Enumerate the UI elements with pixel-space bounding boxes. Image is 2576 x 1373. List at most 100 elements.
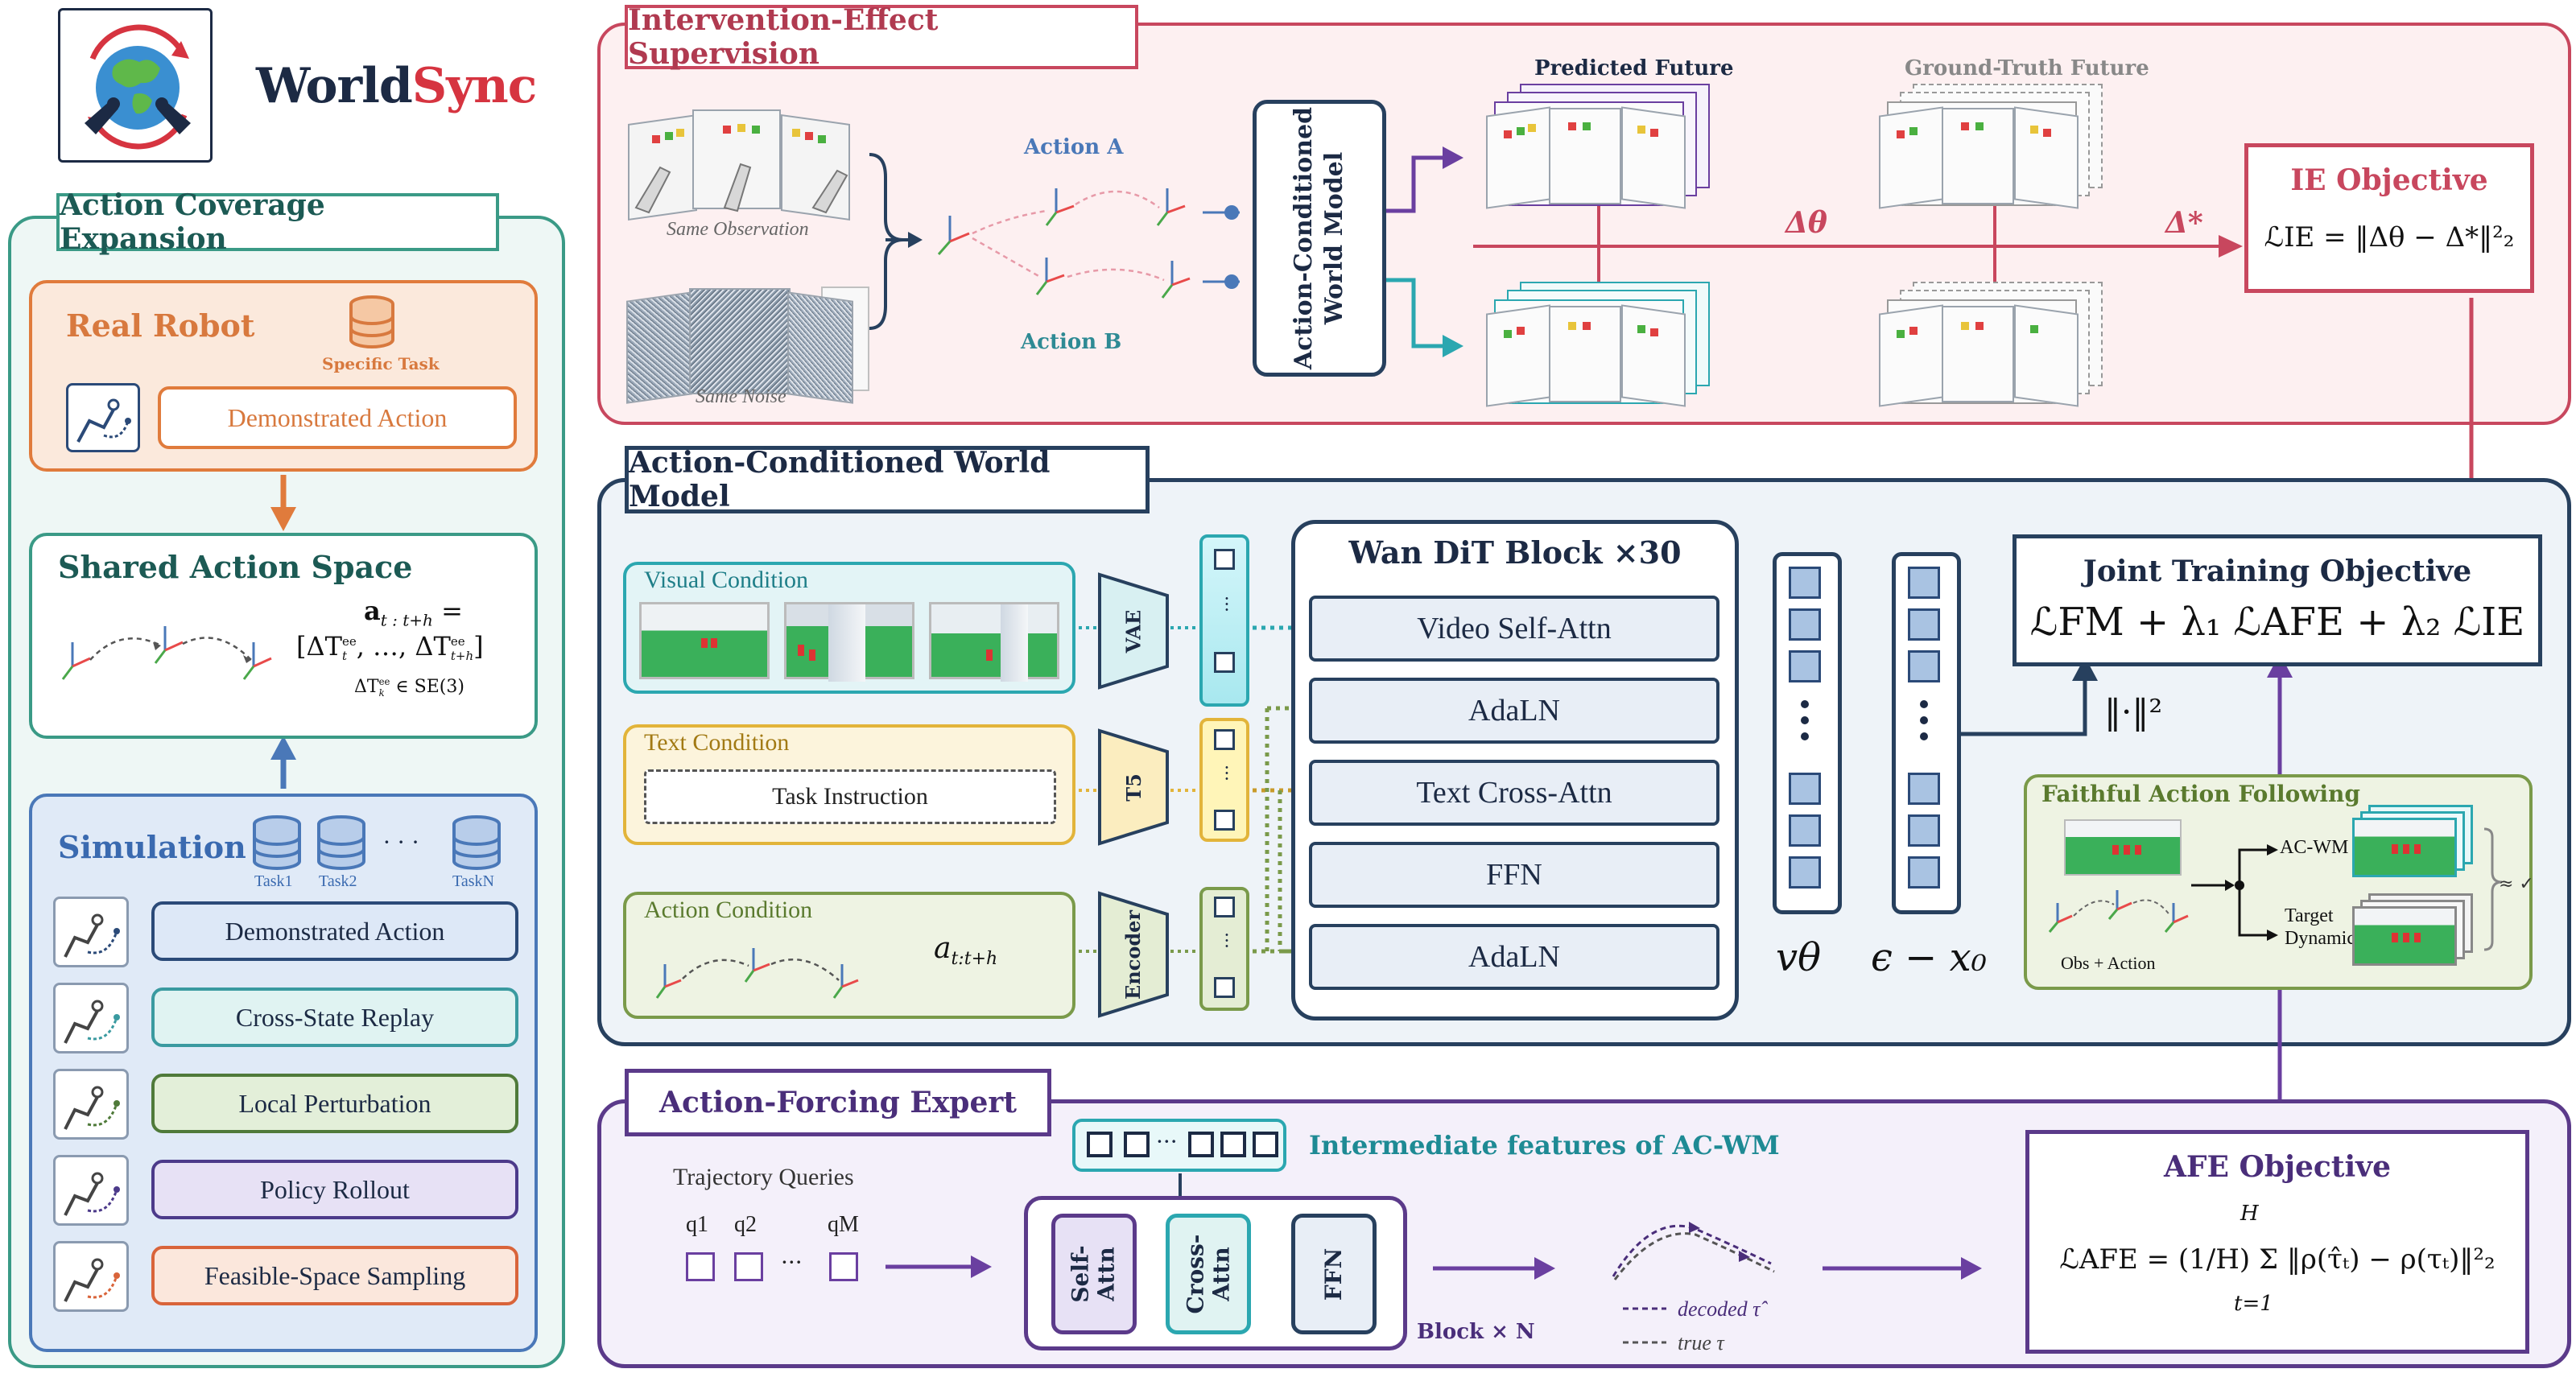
visual-condition-label: Visual Condition: [644, 567, 809, 593]
output-token-cell: [1908, 608, 1940, 641]
sim-item-label: Local Perturbation: [151, 1074, 518, 1133]
faithful-title: Faithful Action Following: [2041, 781, 2360, 807]
ground-truth-future-label: Ground-Truth Future: [1905, 56, 2149, 80]
dit-layer: Text Cross-Attn: [1309, 760, 1719, 826]
specific-task-caption: Specific Task: [322, 354, 440, 373]
faithful-acwm-label: AC-WM: [2280, 837, 2349, 858]
same-noise-frames: [620, 283, 886, 404]
output-token-cell: [1908, 773, 1940, 805]
feature-cell: [1220, 1132, 1246, 1157]
query-q2: q2: [734, 1212, 757, 1237]
afe-sum-bottom: t=1: [2234, 1292, 2273, 1316]
feature-ellipsis: ···: [1156, 1128, 1178, 1155]
ie-objective-box: IE Objective ℒIE = ‖Δθ − Δ*‖²₂: [2244, 143, 2534, 293]
joint-objective-equation: ℒFM + λ₁ ℒAFE + λ₂ ℒIE: [2029, 600, 2525, 645]
afe-cross-attn: Cross-Attn: [1166, 1214, 1251, 1334]
output-token-cell: [1908, 567, 1940, 599]
faithful-target-stack: [2351, 893, 2479, 974]
dit-layer: AdaLN: [1309, 678, 1719, 744]
real-demonstrated-action: Demonstrated Action: [158, 386, 517, 449]
sim-robot-icon: [53, 1241, 129, 1312]
visual-frame-3: [929, 602, 1059, 682]
logo-icon: [58, 8, 213, 163]
text-condition-label: Text Condition: [644, 729, 790, 756]
output-token-cell: [1789, 773, 1821, 805]
same-observation-frames: [620, 103, 861, 224]
sim-robot-icon: [53, 897, 129, 967]
output-token-cell: [1908, 650, 1940, 682]
query-q1: q1: [686, 1212, 708, 1237]
action-condition-box: [623, 892, 1075, 1019]
taskn-label: TaskN: [452, 872, 494, 890]
token-cell: [1214, 897, 1235, 917]
afe-ffn: FFN: [1291, 1214, 1377, 1334]
action-condition-label: Action Condition: [644, 897, 813, 923]
output-token-cell: [1789, 567, 1821, 599]
same-observation-label: Same Observation: [667, 219, 809, 240]
token-ellipsis: ···: [1216, 932, 1236, 949]
intermediate-features-bar: [1072, 1119, 1286, 1172]
visual-frame-2: [784, 602, 914, 682]
faithful-acwm-stack: [2351, 805, 2479, 885]
feature-cell: [1188, 1132, 1214, 1157]
same-noise-label: Same Noise: [696, 386, 786, 407]
sim-item-label: Cross-State Replay: [151, 987, 518, 1047]
action-symbol: at:t+h: [934, 932, 998, 970]
ie-title: Intervention-Effect Supervision: [625, 3, 1138, 71]
ie-objective-equation: ℒIE = ‖Δθ − Δ*‖²₂: [2264, 221, 2515, 254]
action-coverage-title: Action Coverage Expansion: [56, 188, 499, 256]
token-ellipsis: ···: [1216, 765, 1236, 781]
afe-self-attn: Self-Attn: [1051, 1214, 1137, 1334]
afe-objective-box: AFE Objective H ℒAFE = (1/H) Σ ‖ρ(τ̂ₜ) −…: [2025, 1130, 2529, 1354]
joint-objective-title: Joint Training Objective: [2083, 555, 2472, 588]
sim-robot-icon: [53, 983, 129, 1053]
action-frames-diagram: [636, 926, 902, 1014]
intermediate-features-label: Intermediate features of AC-WM: [1309, 1130, 1780, 1161]
query-ellipsis: ···: [781, 1249, 803, 1276]
token-cell: [1214, 652, 1235, 673]
sim-item-label: Feasible-Space Sampling: [151, 1246, 518, 1305]
task-instruction-box: Task Instruction: [644, 769, 1056, 824]
gt-future-a: [1872, 84, 2114, 219]
token-cell: [1214, 729, 1235, 750]
feature-cell: [1087, 1132, 1113, 1157]
delta-star-label: Δ*: [2165, 206, 2203, 240]
ellipsis-dot: [1801, 700, 1809, 708]
action-b-label: Action B: [1021, 330, 1122, 354]
predicted-future-a: [1480, 84, 1721, 219]
action-a-label: Action A: [1024, 135, 1124, 159]
database-icon: [346, 295, 398, 351]
norm-label: ‖·‖²: [2104, 692, 2163, 732]
task1-label: Task1: [254, 872, 293, 890]
token-cell: [1214, 977, 1235, 998]
eps-x0-label: ϵ − x₀: [1871, 935, 1987, 980]
ie-objective-title: IE Objective: [2290, 163, 2488, 197]
shared-frames-diagram: [40, 602, 298, 707]
afe-objective-equation: ℒAFE = (1/H) Σ ‖ρ(τ̂ₜ) − ρ(τₜ)‖²₂: [2059, 1243, 2496, 1276]
token-ellipsis: ···: [1216, 596, 1236, 612]
output-token-cell: [1789, 856, 1821, 889]
output-token-cell: [1789, 650, 1821, 682]
ellipsis-dot: [1920, 700, 1928, 708]
task-databases: Task1 Task2 · · · TaskN: [246, 813, 520, 893]
dit-layer: Video Self-Attn: [1309, 596, 1719, 662]
output-token-cell: [1789, 814, 1821, 847]
task2-label: Task2: [319, 872, 357, 890]
output-token-cell: [1908, 856, 1940, 889]
sim-item-label: Policy Rollout: [151, 1160, 518, 1219]
vae-encoder: VAE: [1096, 571, 1170, 691]
shared-action-space-box: [29, 533, 538, 739]
sim-robot-icon: [53, 1069, 129, 1140]
block-n-label: Block × N: [1417, 1320, 1535, 1344]
brand-name: WorldSync: [256, 58, 537, 114]
feature-cell: [1124, 1132, 1150, 1157]
sim-robot-icon: [53, 1155, 129, 1226]
output-token-cell: [1789, 608, 1821, 641]
action-encoder: Encoder: [1096, 890, 1170, 1019]
ellipsis-dot: [1801, 732, 1809, 740]
gt-future-b: [1872, 282, 2114, 417]
t5-encoder: T5: [1096, 728, 1170, 847]
